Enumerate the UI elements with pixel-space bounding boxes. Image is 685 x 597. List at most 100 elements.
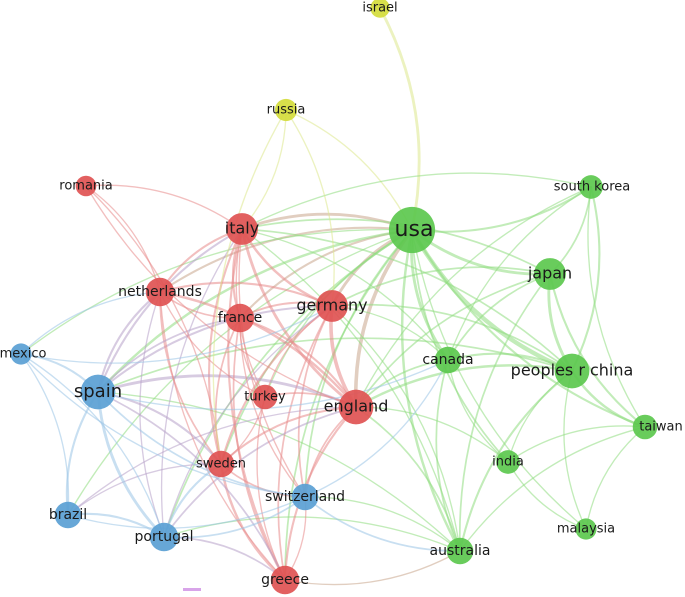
node-peoples-r-china[interactable]	[554, 353, 590, 389]
node-australia[interactable]	[446, 537, 474, 565]
edge-peoples_r_china-germany	[331, 303, 573, 372]
edge-australia-germany	[331, 305, 461, 552]
label-malaysia: malaysia	[557, 522, 615, 537]
edge-peoples_r_china-malaysia	[563, 370, 587, 530]
node-japan[interactable]	[534, 258, 566, 290]
edge-usa-israel	[378, 6, 421, 232]
node-brazil[interactable]	[54, 501, 82, 529]
node-india[interactable]	[496, 450, 520, 474]
label-canada: canada	[422, 352, 473, 368]
node-turkey[interactable]	[252, 384, 278, 410]
node-romania[interactable]	[75, 175, 97, 197]
edge-south_korea-canada	[447, 186, 592, 361]
edge-netherlands-greece	[159, 291, 286, 581]
edge-france-spain	[97, 317, 241, 393]
edge-taiwan-india	[507, 425, 646, 463]
edge-netherlands-romania	[85, 185, 161, 293]
label-portugal: portugal	[135, 529, 194, 545]
edge-australia-italy	[241, 228, 461, 552]
edge-italy-sweden	[207, 227, 244, 466]
node-switzerland[interactable]	[291, 483, 319, 511]
edge-switzerland-australia	[304, 496, 461, 552]
node-malaysia[interactable]	[575, 518, 597, 540]
label-turkey: turkey	[244, 390, 286, 405]
node-russia[interactable]	[274, 98, 298, 122]
edge-canada-australia	[435, 359, 461, 552]
edge-germany-portugal	[163, 305, 333, 538]
node-canada[interactable]	[434, 346, 462, 374]
edge-canada-italy	[241, 228, 449, 361]
node-sweden[interactable]	[207, 450, 235, 478]
node-portugal[interactable]	[149, 522, 179, 552]
label-romania: romania	[59, 179, 112, 194]
label-japan: japan	[527, 264, 572, 283]
edge-japan-australia	[458, 273, 551, 552]
node-spain[interactable]	[80, 374, 116, 410]
node-mexico[interactable]	[10, 343, 32, 365]
label-greece: greece	[261, 572, 309, 588]
node-france[interactable]	[225, 303, 255, 333]
edge-usa-mexico	[20, 228, 413, 355]
edge-sweden-brazil	[67, 463, 222, 516]
node-england[interactable]	[338, 389, 374, 425]
edge-brazil-mexico	[20, 353, 70, 516]
label-spain: spain	[74, 381, 122, 402]
edge-australia-switzerland	[304, 496, 461, 552]
label-south-korea: south korea	[554, 180, 630, 195]
edge-usa-malaysia	[411, 229, 587, 530]
edge-taiwan-malaysia	[585, 426, 646, 530]
node-israel[interactable]	[370, 0, 390, 18]
label-india: india	[492, 455, 524, 470]
edge-romania-england	[85, 185, 357, 408]
label-russia: russia	[267, 103, 306, 118]
edge-peoples_r_china-england	[354, 364, 574, 409]
edge-england-france	[238, 316, 358, 409]
label-australia: australia	[430, 543, 491, 559]
label-germany: germany	[296, 296, 367, 315]
node-greece[interactable]	[270, 565, 300, 595]
edge-usa-russia	[285, 109, 413, 231]
edge-australia-spain	[97, 391, 461, 552]
edge-england-brazil	[67, 406, 357, 516]
edge-germany-netherlands	[158, 281, 334, 308]
edge-italy-england	[240, 227, 358, 409]
edge-portugal-mexico	[20, 353, 165, 538]
edge-italy-switzerland	[238, 228, 306, 498]
node-taiwan[interactable]	[632, 414, 658, 440]
edge-australia-portugal	[163, 516, 461, 552]
edge-england-netherlands	[158, 290, 358, 409]
label-usa: usa	[395, 217, 434, 242]
node-italy[interactable]	[226, 213, 258, 245]
edge-south_korea-italy	[241, 172, 592, 230]
edge-portugal-switzerland	[163, 496, 306, 539]
edge-turkey-greece	[256, 396, 286, 581]
label-sweden: sweden	[196, 457, 246, 472]
label-netherlands: netherlands	[118, 284, 202, 300]
label-israel: israel	[362, 1, 397, 16]
label-france: france	[218, 310, 262, 326]
edge-italy-greece	[227, 227, 287, 582]
edge-france-switzerland	[239, 317, 306, 498]
edge-spain-portugal	[96, 390, 166, 539]
edge-usa-taiwan	[410, 228, 647, 429]
edge-canada-india	[447, 359, 509, 463]
edge-russia-sweden	[212, 109, 287, 465]
node-germany[interactable]	[316, 290, 348, 322]
node-usa[interactable]	[388, 206, 436, 254]
label-brazil: brazil	[49, 507, 87, 523]
label-peoples-r-china: peoples r china	[511, 361, 634, 380]
label-england: england	[324, 397, 389, 416]
edge-greece-spain	[97, 391, 286, 581]
edge-japan-england	[355, 273, 551, 408]
edges-layer	[19, 6, 647, 586]
edge-spain-canada	[97, 359, 449, 411]
node-netherlands[interactable]	[145, 277, 175, 307]
node-south-korea[interactable]	[579, 175, 603, 199]
edge-usa-england	[353, 228, 414, 409]
label-mexico: mexico	[0, 347, 46, 362]
edge-germany-spain	[96, 304, 334, 394]
label-switzerland: switzerland	[265, 489, 345, 505]
label-taiwan: taiwan	[639, 420, 683, 435]
